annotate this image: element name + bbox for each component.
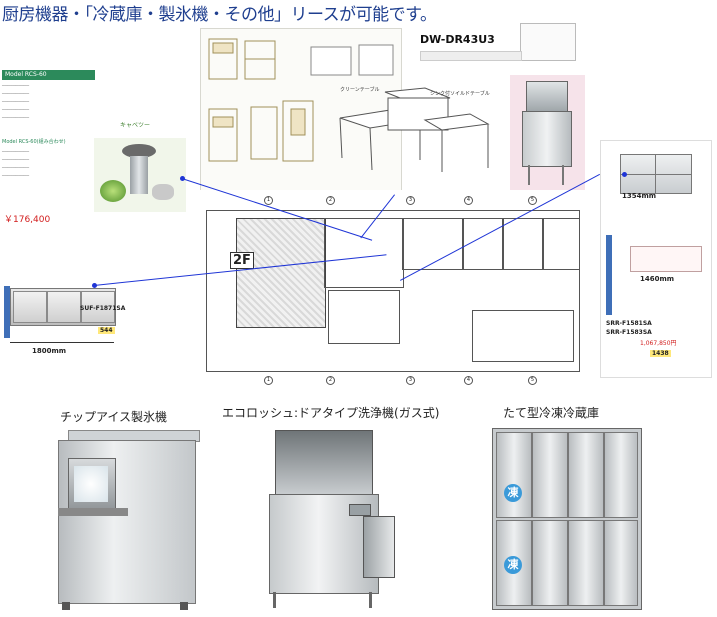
vertical-dim-bar bbox=[4, 286, 10, 338]
model-1: SRR-F1581SA bbox=[606, 320, 652, 327]
grid-marker: 5 bbox=[528, 376, 537, 385]
plan-floor-label: 2F bbox=[230, 252, 254, 269]
freezer-badge-top: 凍 bbox=[504, 484, 522, 502]
salad-machine-card: Model RCS-60 ────────── ────────── ─────… bbox=[0, 70, 186, 240]
model-2: SRR-F1583SA bbox=[606, 329, 652, 336]
page-headline: 厨房機器・「冷蔵庫・製氷機・その他」リースが可能です。 bbox=[2, 5, 437, 25]
floor-plan: 2F 1 2 3 4 5 1 2 3 4 5 bbox=[192, 190, 592, 390]
dishwasher-spec-bar bbox=[420, 51, 522, 61]
right-price: 1,067,850円 bbox=[640, 340, 677, 347]
dishwasher-card: DW-DR43U3 bbox=[410, 15, 585, 190]
grid-marker: 1 bbox=[264, 376, 273, 385]
fridge-image bbox=[10, 288, 116, 326]
grid-marker: 3 bbox=[406, 376, 415, 385]
grid-marker: 2 bbox=[326, 376, 335, 385]
fridge-model: SUF-F1871SA bbox=[80, 305, 126, 312]
plan-room bbox=[402, 218, 464, 270]
dim-bar bbox=[606, 235, 612, 315]
upright-refrigerator-image: 凍 凍 bbox=[492, 428, 642, 610]
spec-line: ────────── bbox=[2, 84, 30, 89]
dishwasher-caption: エコロッシュ:ドアタイプ洗浄機(ガス式) bbox=[222, 406, 440, 420]
spec-line: ────────── bbox=[2, 150, 30, 155]
ice-maker-caption: チップアイス製氷機 bbox=[60, 410, 168, 424]
grid-marker: 2 bbox=[326, 196, 335, 205]
grid-marker: 4 bbox=[464, 376, 473, 385]
model-label: Model RCS-60 bbox=[2, 70, 95, 80]
fridge-width: 1800mm bbox=[32, 347, 67, 355]
plan-room bbox=[462, 218, 504, 270]
door-type-dishwasher-image bbox=[265, 430, 395, 610]
refrigerator-caption: たて型冷凍冷蔵庫 bbox=[503, 406, 600, 420]
grid-marker: 4 bbox=[464, 196, 473, 205]
spec-line: ────────── bbox=[2, 116, 30, 121]
table-layout-svg bbox=[339, 87, 490, 172]
freezer-badge-bottom: 凍 bbox=[504, 556, 522, 574]
plan-outline bbox=[206, 210, 580, 372]
plan-room bbox=[324, 218, 404, 288]
dishwasher-image bbox=[522, 81, 572, 187]
spec-line: ────────── bbox=[2, 100, 30, 105]
connector-dot bbox=[180, 176, 185, 181]
width-top: 1354mm bbox=[622, 192, 657, 200]
upright-fridge-drawing bbox=[620, 154, 692, 194]
spec-line: ────────── bbox=[2, 158, 30, 163]
plan-room bbox=[502, 218, 544, 270]
connector-dot bbox=[622, 172, 627, 177]
right-badge: 1438 bbox=[650, 350, 671, 357]
counter-fridge-card: SUF-F1871SA 1800mm 544 bbox=[4, 272, 132, 370]
ice-maker-image bbox=[58, 430, 208, 610]
spec-line: ────────── bbox=[2, 108, 30, 113]
table-layout-drawing: クリーンテーブル シンク付ソイルドテーブル bbox=[330, 80, 490, 190]
cabbage-label: キャベツー bbox=[120, 122, 151, 129]
dishwasher-model: DW-DR43U3 bbox=[420, 33, 495, 46]
spec-line: ────────── bbox=[2, 92, 30, 97]
clean-table-label: クリーンテーブル bbox=[340, 87, 380, 93]
dishwasher-spec-box bbox=[520, 23, 576, 61]
soiled-table-label: シンク付ソイルドテーブル bbox=[430, 91, 490, 97]
salad-machine-image bbox=[94, 138, 186, 212]
width-bottom: 1460mm bbox=[640, 275, 675, 283]
elevation-drawing-svg bbox=[208, 38, 394, 162]
elevation-drawing bbox=[200, 28, 402, 195]
dim-arrow bbox=[10, 342, 114, 343]
price-label: ￥176,400 bbox=[4, 215, 51, 225]
info-box bbox=[630, 246, 702, 272]
upright-fridge-card: 1354mm 1460mm SRR-F1581SA SRR-F1583SA 1,… bbox=[600, 140, 717, 380]
connector-dot bbox=[92, 283, 97, 288]
grid-marker: 1 bbox=[264, 196, 273, 205]
plan-hatched-area bbox=[236, 218, 326, 328]
spec-line: ────────── bbox=[2, 166, 30, 171]
plan-room bbox=[472, 310, 574, 362]
plan-room bbox=[328, 290, 400, 344]
model-label-2: Model RCS-60(組み合わせ) bbox=[2, 139, 66, 145]
spec-line: ────────── bbox=[2, 174, 30, 179]
plan-room bbox=[542, 218, 580, 270]
fridge-price-badge: 544 bbox=[98, 327, 115, 334]
grid-marker: 5 bbox=[528, 196, 537, 205]
grid-marker: 3 bbox=[406, 196, 415, 205]
